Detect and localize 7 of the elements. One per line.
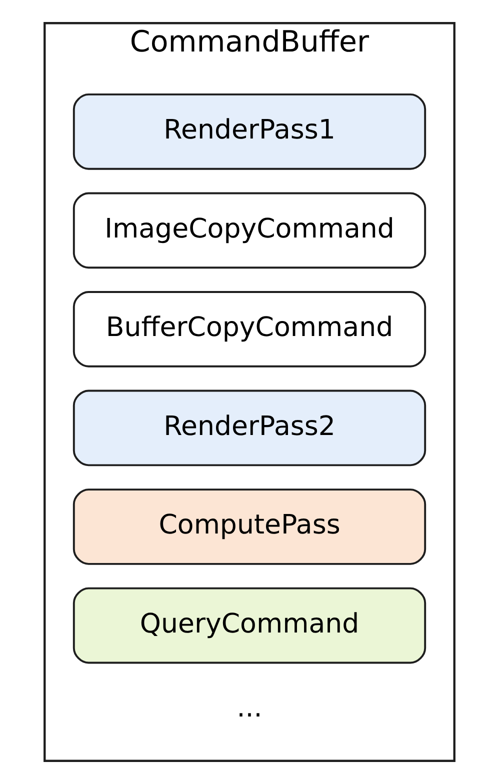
node-box: BufferCopyCommand <box>72 291 426 368</box>
node-box: RenderPass2 <box>72 390 426 466</box>
node-box: RenderPass1 <box>72 93 426 170</box>
node-box: QueryCommand <box>72 587 426 664</box>
label: ... <box>236 692 262 724</box>
node-box: ImageCopyCommand <box>72 192 426 269</box>
node-box: ComputePass <box>72 488 426 565</box>
